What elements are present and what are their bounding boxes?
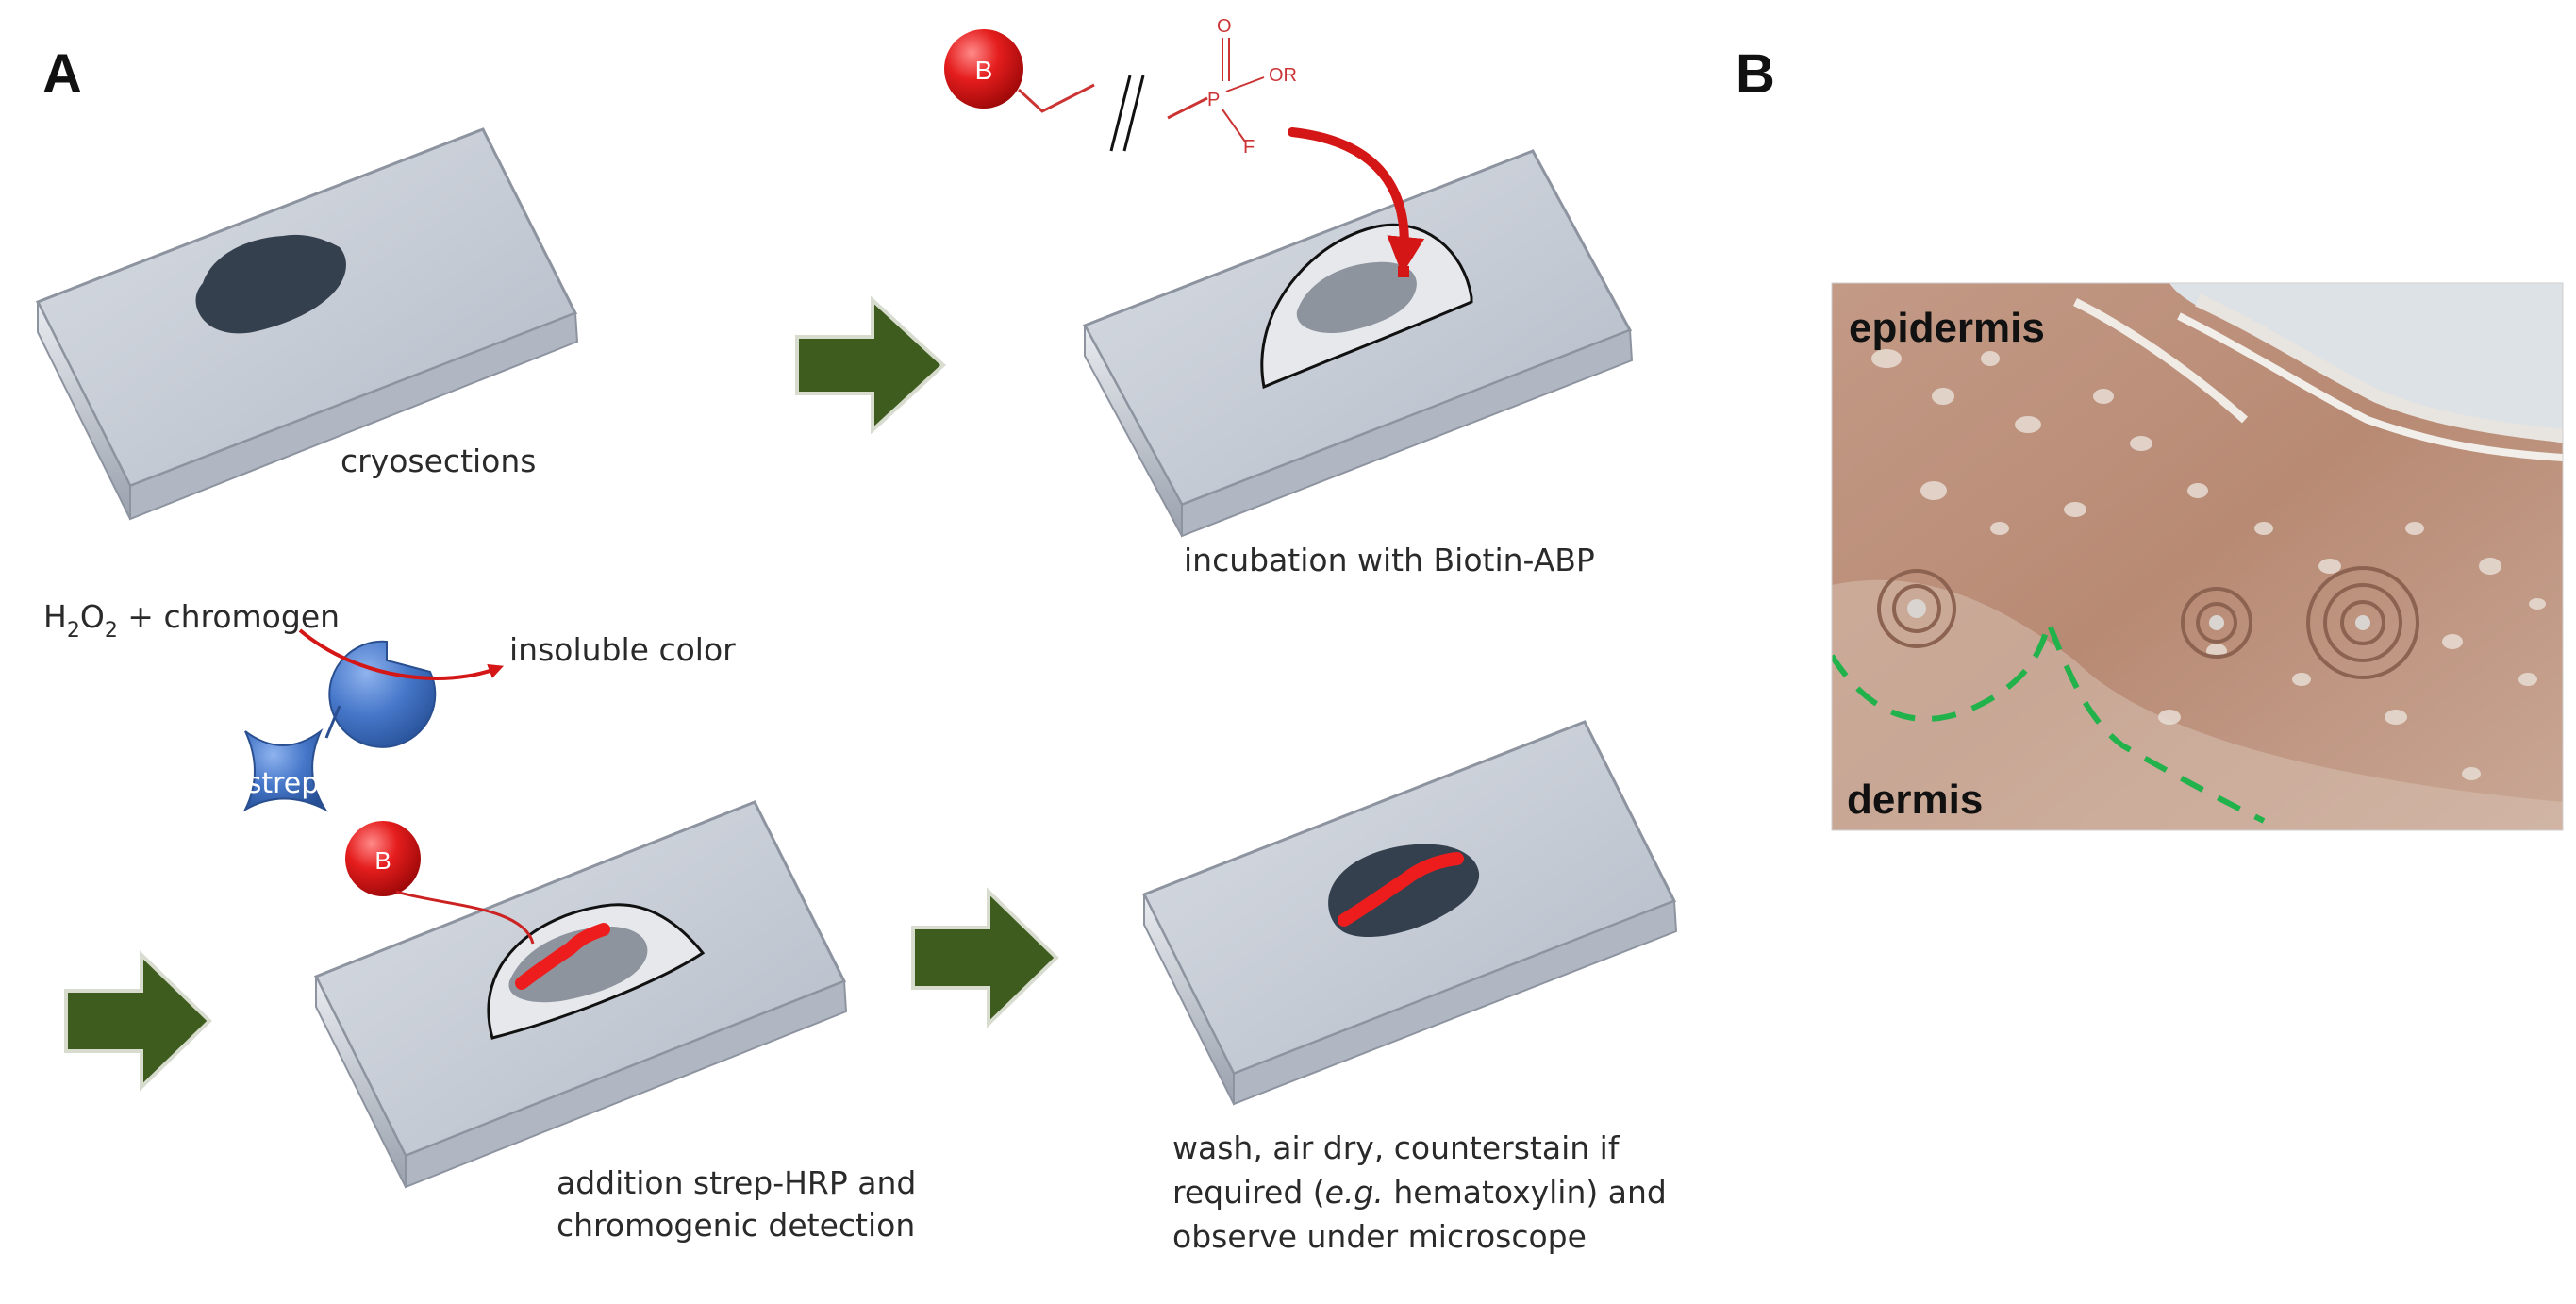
biotin-ball xyxy=(944,29,1023,109)
tissue-section-dark xyxy=(195,234,346,334)
skin-micrograph xyxy=(1832,283,2563,830)
slide-incubation xyxy=(1082,149,1634,538)
biotin-ball-2 xyxy=(345,821,421,896)
probe-oxygen: O xyxy=(1217,16,1232,37)
panel-letter-a: A xyxy=(42,43,82,105)
epidermis-label: epidermis xyxy=(1849,305,2045,351)
caption-incubation: incubation with Biotin-ABP xyxy=(1184,542,1595,578)
strep-label: strep xyxy=(247,767,320,800)
biotin-abp-probe: B P O OR F xyxy=(944,16,1425,275)
slide-detection xyxy=(313,800,848,1189)
caption-addition-2: chromogenic detection xyxy=(557,1207,915,1244)
product-label: insoluble color xyxy=(509,631,736,668)
slide-cryosections xyxy=(35,127,579,521)
tissue-section-gray xyxy=(1296,261,1417,334)
biotin-tether xyxy=(395,890,535,945)
dermis-label: dermis xyxy=(1847,777,1983,823)
caption-addition-1: addition strep-HRP and xyxy=(557,1164,916,1201)
arrow-step-1 xyxy=(795,295,946,435)
probe-fluorine: F xyxy=(1243,137,1255,158)
keratin-pearls xyxy=(1877,566,2419,679)
biotin-ball-2-label: B xyxy=(374,846,391,875)
linker-strep-hrp xyxy=(324,705,341,739)
boundary-line xyxy=(1832,613,2266,824)
arrow-step-3 xyxy=(911,887,1059,1028)
caption-wash-2: required (e.g. hematoxylin) and xyxy=(1172,1174,1667,1211)
slide-observe xyxy=(1141,720,1678,1106)
detection-complex: H2O2 + chromogen insoluble color strep B xyxy=(43,598,736,896)
probe-phosphorus: P xyxy=(1207,90,1220,110)
panel-letter-b: B xyxy=(1736,43,1775,105)
biotin-ball-label: B xyxy=(975,56,993,85)
substrate-label: H2O2 + chromogen xyxy=(43,598,340,643)
probe-or-group: OR xyxy=(1269,65,1297,86)
chromogen-signal-1 xyxy=(515,923,610,990)
chromogen-signal-2 xyxy=(1338,852,1464,927)
caption-wash-1: wash, air dry, counterstain if xyxy=(1172,1129,1620,1166)
caption-wash-3: observe under microscope xyxy=(1172,1218,1587,1255)
arrow-step-2 xyxy=(64,950,212,1092)
hrp-enzyme xyxy=(328,640,437,748)
caption-cryosections: cryosections xyxy=(341,443,536,479)
probe-binding-arrow xyxy=(1288,127,1425,275)
reaction-arrow xyxy=(298,628,504,680)
streptavidin-shape xyxy=(242,727,328,812)
